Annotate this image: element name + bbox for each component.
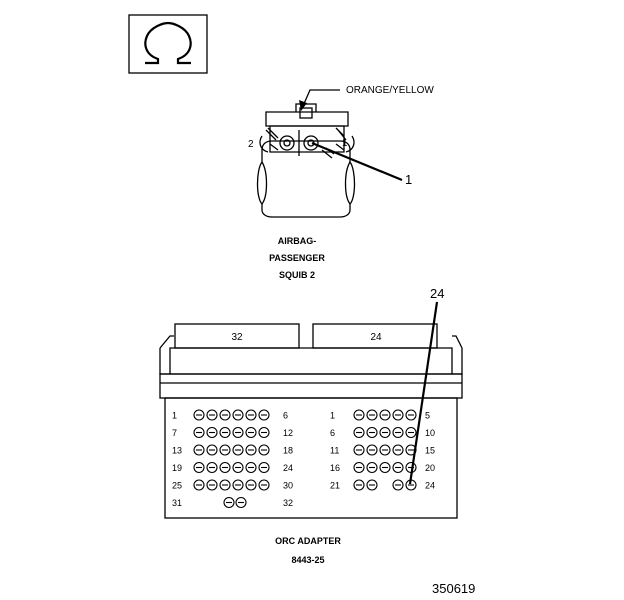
squib-caption-line-2: PASSENGER [269, 253, 325, 263]
squib-caption-line-3: SQUIB 2 [279, 270, 315, 280]
adapter-part-number: 8443-25 [291, 555, 324, 565]
pin-cavity [219, 426, 231, 439]
pin-cavity [392, 461, 404, 474]
pin-cavity [232, 479, 244, 491]
pin-cavity [232, 426, 244, 439]
pin-cavity [366, 479, 378, 491]
pin-row-end-label: 24 [425, 481, 435, 491]
pin-cavity [258, 444, 270, 456]
pin-cavity [353, 461, 365, 474]
pin-row-start-label: 21 [330, 481, 340, 491]
callout-24-leader [408, 301, 439, 485]
wire-color-arrow [299, 100, 307, 111]
pin-cavity [223, 496, 235, 509]
pin-cavity [405, 409, 417, 421]
pin-cavity [193, 444, 205, 456]
pin-row-end-label: 32 [283, 498, 293, 508]
pin-cavity [206, 479, 218, 491]
pin-cavity [392, 444, 404, 456]
left-pin-block: 1 6 7 12 13 18 19 24 25 30 31 32 [172, 409, 293, 509]
pin-cavity [392, 479, 404, 491]
pin-cavity [392, 409, 404, 421]
squib-connector-drawing [256, 103, 356, 218]
pin-row-start-label: 1 [330, 411, 335, 421]
pin-cavity [353, 479, 365, 491]
pin-cavity [258, 409, 270, 421]
orc-adapter-drawing [159, 323, 463, 519]
pin-row-start-label: 25 [172, 481, 182, 491]
connector-a-label: 32 [231, 332, 243, 343]
adapter-caption: ORC ADAPTER [275, 536, 341, 546]
pin-row-start-label: 6 [330, 428, 335, 438]
pin-cavity [232, 461, 244, 474]
pin-row-start-label: 7 [172, 428, 177, 438]
pin-cavity [392, 426, 404, 439]
callout-24-label: 24 [430, 286, 444, 301]
pin-cavity [366, 426, 378, 439]
pin-cavity [366, 461, 378, 474]
squib-caption-line-1: AIRBAG- [278, 236, 317, 246]
pin-cavity [258, 461, 270, 474]
pin-cavity [219, 479, 231, 491]
pin-row-start-label: 16 [330, 463, 340, 473]
pin-row-start-label: 13 [172, 446, 182, 456]
pin-row-end-label: 30 [283, 481, 293, 491]
pin-cavity [245, 426, 257, 439]
pin-cavity [193, 479, 205, 491]
pin-cavity [232, 409, 244, 421]
pin-row-end-label: 20 [425, 463, 435, 473]
pin-label-right: 1 [342, 138, 348, 149]
pin-cavity [379, 409, 391, 421]
pin-row-end-label: 12 [283, 428, 293, 438]
pin-cavity [206, 444, 218, 456]
pin-cavity [245, 479, 257, 491]
pin-cavity [258, 426, 270, 439]
pin-cavity [366, 409, 378, 421]
pin-cavity [193, 426, 205, 439]
pin-row-start-label: 19 [172, 463, 182, 473]
callout-1-leader [311, 141, 403, 182]
ohm-symbol-icon [128, 14, 208, 74]
wire-color-label: ORANGE/YELLOW [346, 85, 434, 96]
pin-cavity [405, 426, 417, 439]
pin-cavity [235, 496, 247, 509]
pin-row-end-label: 15 [425, 446, 435, 456]
connector-b-label: 24 [370, 332, 382, 343]
pin-cavity [379, 444, 391, 456]
pin-row-end-label: 5 [425, 411, 430, 421]
pin-row-end-label: 24 [283, 463, 293, 473]
pin-cavity [219, 409, 231, 421]
pin-cavity [206, 426, 218, 439]
pin-cavity [193, 409, 205, 421]
pin-cavity [258, 479, 270, 491]
pin-row-start-label: 1 [172, 411, 177, 421]
pin-cavity [232, 444, 244, 456]
pin-row-end-label: 10 [425, 428, 435, 438]
figure-id: 350619 [432, 581, 475, 596]
wire-color-leader [302, 89, 340, 107]
pin-cavity [245, 409, 257, 421]
pin-cavity [206, 461, 218, 474]
pin-cavity [379, 426, 391, 439]
pin-cavity [219, 444, 231, 456]
pin-cavity [245, 444, 257, 456]
pin-cavity [245, 461, 257, 474]
pin-cavity [353, 444, 365, 456]
pin-row-end-label: 18 [283, 446, 293, 456]
pin-cavity [379, 461, 391, 474]
pin-cavity [206, 409, 218, 421]
pin-cavity [353, 409, 365, 421]
callout-1-label: 1 [405, 172, 412, 187]
pin-row-end-label: 6 [283, 411, 288, 421]
pin-cavity [366, 444, 378, 456]
pin-cavity [353, 426, 365, 439]
pin-label-left: 2 [248, 139, 254, 150]
pin-row-start-label: 31 [172, 498, 182, 508]
pin-cavity [219, 461, 231, 474]
pin-row-start-label: 11 [330, 446, 339, 456]
pin-cavity [193, 461, 205, 474]
